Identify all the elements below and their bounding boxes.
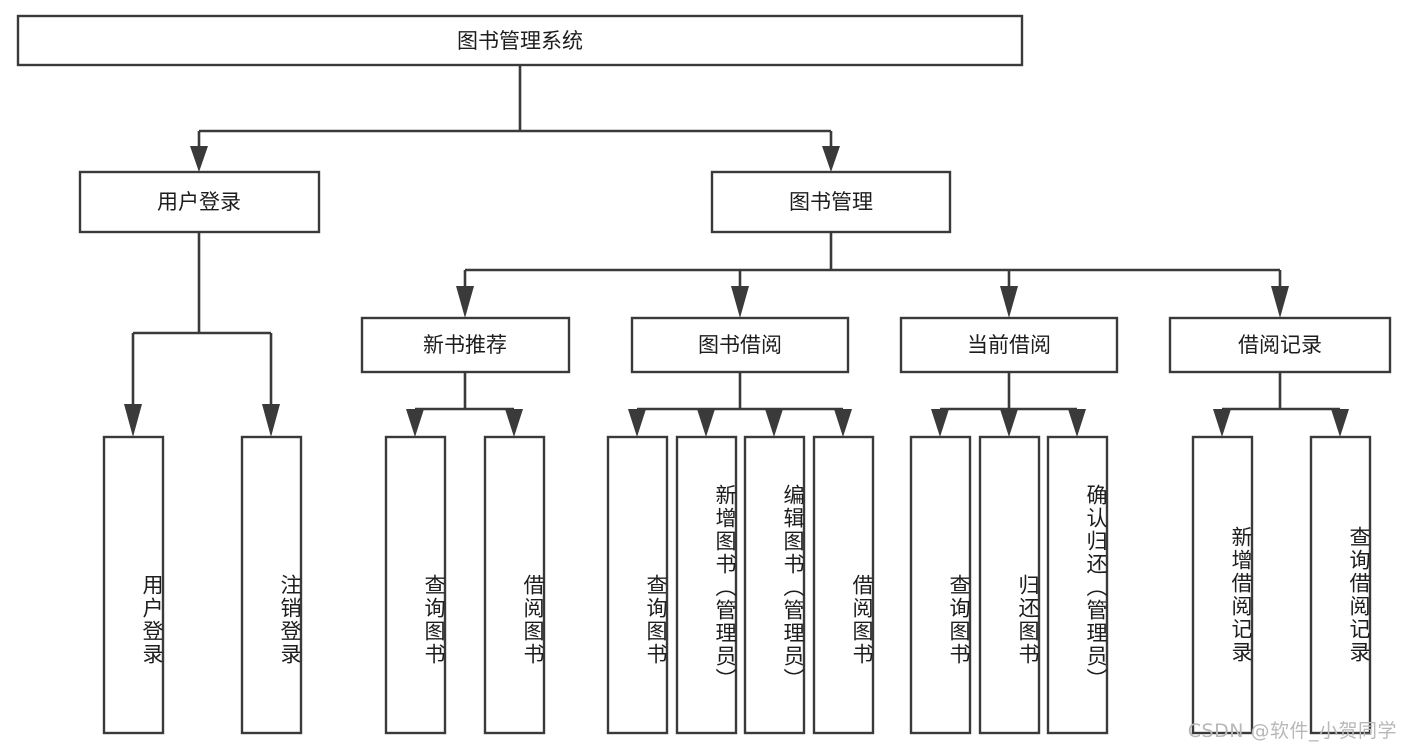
arrow-head-leaf-borrow-book-2 <box>834 409 852 437</box>
arrow-head-borrow-record <box>1271 286 1289 318</box>
node-leaf-add-record[interactable] <box>1191 435 1254 735</box>
node-leaf-query-book-2[interactable] <box>606 435 669 735</box>
node-leaf-confirm-return[interactable] <box>1046 435 1109 735</box>
node-leaf-return-book[interactable] <box>978 435 1041 735</box>
node-leaf-query-record[interactable] <box>1309 435 1372 735</box>
node-leaf-borrow-book-1[interactable] <box>483 435 546 735</box>
node-borrow-record[interactable] <box>1168 316 1392 374</box>
node-current-borrow[interactable] <box>899 316 1119 374</box>
arrow-head-leaf-user-login <box>124 404 142 437</box>
node-user-login-label: 用户登录 <box>157 190 241 214</box>
node-new-book-recommend-label: 新书推荐 <box>423 333 507 357</box>
arrow-head-new-book-recommend <box>456 286 474 318</box>
arrow-head-leaf-logout <box>262 404 280 437</box>
node-book-manage[interactable] <box>710 170 952 234</box>
arrow-head-leaf-add-record <box>1213 409 1231 437</box>
node-book-borrow-label: 图书借阅 <box>698 333 782 357</box>
node-root-label: 图书管理系统 <box>457 29 583 53</box>
node-leaf-borrow-book-2[interactable] <box>812 435 875 735</box>
arrow-head-leaf-edit-book <box>765 409 783 437</box>
arrow-head-leaf-query-record <box>1331 409 1349 437</box>
arrow-head-leaf-query-book-3 <box>931 409 949 437</box>
node-new-book-recommend[interactable] <box>360 316 571 374</box>
node-book-manage-label: 图书管理 <box>789 190 873 214</box>
arrow-head-book-manage <box>822 146 840 172</box>
csdn-watermark: CSDN @软件_小贺同学 <box>1187 720 1397 742</box>
arrow-head-leaf-query-book-2 <box>628 409 646 437</box>
arrow-head-leaf-confirm-return <box>1068 409 1086 437</box>
node-leaf-logout[interactable] <box>240 435 303 735</box>
arrow-head-book-borrow <box>731 286 749 318</box>
node-leaf-add-book[interactable] <box>675 435 738 735</box>
arrow-head-current-borrow <box>1000 286 1018 318</box>
node-group: 图书管理系统 用户登录 图书管理 新书推荐 图书借阅 当前借阅 借阅记录 <box>16 14 1392 735</box>
arrow-head-leaf-borrow-book-1 <box>505 409 523 437</box>
node-user-login[interactable] <box>78 170 321 234</box>
node-leaf-query-book-3[interactable] <box>909 435 972 735</box>
arrow-head-leaf-add-book <box>697 409 715 437</box>
arrow-head-leaf-query-book-1 <box>406 409 424 437</box>
connector-group <box>124 65 1349 437</box>
node-leaf-query-book-1[interactable] <box>384 435 447 735</box>
node-leaf-edit-book[interactable] <box>743 435 806 735</box>
arrow-head-leaf-return-book <box>1000 409 1018 437</box>
node-book-borrow[interactable] <box>630 316 850 374</box>
node-borrow-record-label: 借阅记录 <box>1238 333 1322 357</box>
node-root[interactable] <box>16 14 1024 67</box>
node-leaf-user-login[interactable] <box>102 435 165 735</box>
node-current-borrow-label: 当前借阅 <box>967 333 1051 357</box>
arrow-head-user-login <box>190 146 208 172</box>
